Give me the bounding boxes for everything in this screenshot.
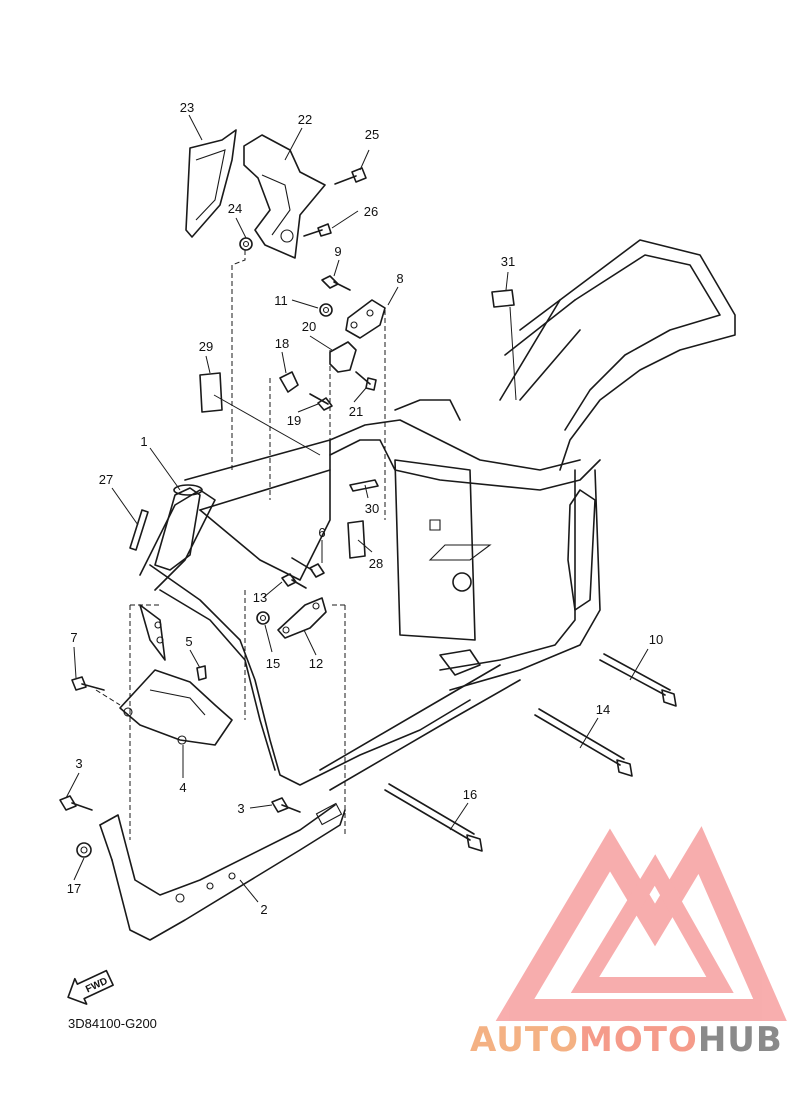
- callout-6: 6: [318, 525, 325, 540]
- side-cover-23: [185, 129, 237, 238]
- callout-27: 27: [99, 472, 113, 487]
- callout-7: 7: [70, 630, 77, 645]
- callout-30: 30: [365, 501, 379, 516]
- nut-15: [256, 611, 270, 625]
- pad-28: [347, 520, 366, 559]
- callout-4: 4: [179, 780, 186, 795]
- callout-19: 19: [287, 413, 301, 428]
- callout-21: 21: [349, 404, 363, 419]
- callout-1: 1: [140, 434, 147, 449]
- bolt-13: [281, 573, 307, 589]
- bolt-6: [291, 557, 325, 578]
- diagram-code: 3D84100-G200: [68, 1016, 157, 1031]
- callout-9: 9: [334, 244, 341, 259]
- callout-11: 11: [274, 293, 288, 308]
- callout-2: 2: [260, 902, 267, 917]
- strap-30: [349, 479, 379, 492]
- front-downtube: [99, 802, 346, 941]
- band-27: [129, 509, 149, 551]
- callout-26: 26: [364, 204, 378, 219]
- plate-29: [199, 372, 223, 413]
- bracket-18: [279, 371, 299, 393]
- engine-mount-bracket: [119, 665, 233, 746]
- bolt-10: [599, 653, 677, 707]
- watermark-auto: AUTO: [470, 1020, 579, 1060]
- callout-14: 14: [596, 702, 610, 717]
- bracket-12: [277, 597, 327, 639]
- callout-16: 16: [463, 787, 477, 802]
- callout-23: 23: [180, 100, 194, 115]
- nut-17: [76, 842, 92, 858]
- callout-18: 18: [275, 336, 289, 351]
- callout-28: 28: [369, 556, 383, 571]
- callout-25: 25: [365, 127, 379, 142]
- assembly-lines: [95, 250, 386, 840]
- grommet-24: [239, 237, 253, 251]
- callout-13: 13: [253, 590, 267, 605]
- watermark-moto: MOTO: [578, 1020, 698, 1060]
- callout-5: 5: [185, 634, 192, 649]
- bolt-3a: [59, 795, 93, 811]
- callout-29: 29: [199, 339, 213, 354]
- collar-31: [491, 289, 515, 308]
- callout-31: 31: [501, 254, 515, 269]
- bolt-16: [384, 783, 483, 852]
- nut-11: [319, 303, 333, 317]
- callout-20: 20: [302, 319, 316, 334]
- bolt-21: [355, 371, 377, 391]
- callout-8: 8: [396, 271, 403, 286]
- callout-24: 24: [228, 201, 242, 216]
- callout-22: 22: [298, 112, 312, 127]
- bolt-25: [334, 167, 367, 185]
- battery-box-22: [243, 134, 326, 259]
- main-frame: [139, 239, 736, 791]
- callout-12: 12: [309, 656, 323, 671]
- leader-lines: [65, 114, 649, 903]
- bolt-3b: [271, 797, 301, 813]
- bolt-14: [534, 708, 633, 777]
- watermark-text: AUTOMOTOHUB: [470, 1020, 783, 1060]
- watermark-logo: [495, 826, 787, 1021]
- fwd-arrow-icon: FWD: [67, 969, 114, 1005]
- callout-3: 3: [75, 756, 82, 771]
- bracket-20: [329, 341, 357, 373]
- watermark-hub: HUB: [697, 1020, 783, 1060]
- bolt-19: [309, 393, 333, 411]
- bolt-7: [71, 676, 105, 691]
- callout-17: 17: [67, 881, 81, 896]
- callouts: 1 2 3 3 4 5 6 7 8 9 10 11 12 13 14 15 16…: [67, 100, 663, 917]
- callout-10: 10: [649, 632, 663, 647]
- bracket-8: [345, 299, 386, 339]
- bolt-26: [303, 223, 332, 237]
- callout-3: 3: [237, 801, 244, 816]
- callout-15: 15: [266, 656, 280, 671]
- bolt-9: [321, 275, 351, 291]
